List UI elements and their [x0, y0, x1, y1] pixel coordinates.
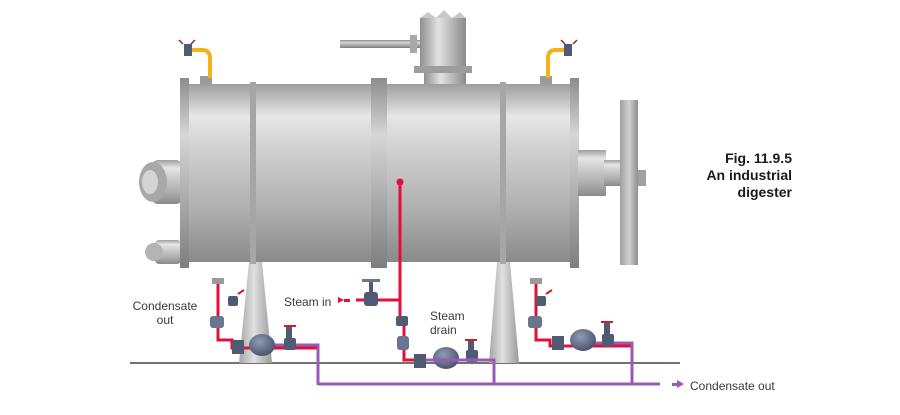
caption-line-2: An industrial [660, 167, 792, 184]
condensate-header [318, 380, 684, 388]
label-condensate-out-left-line1: Condensate [120, 299, 210, 313]
figure-caption: Fig. 11.9.5 An industrial digester [660, 150, 792, 201]
vapour-stack [340, 10, 472, 88]
label-steam-drain-line1: Steam [430, 309, 465, 323]
air-vent-right [548, 40, 577, 78]
air-vent-left [179, 40, 210, 78]
label-steam-in: Steam in [284, 295, 331, 309]
left-end-cap [139, 160, 182, 264]
caption-line-3: digester [660, 184, 792, 201]
label-steam-drain: Steam drain [430, 309, 465, 337]
label-steam-drain-line2: drain [430, 323, 465, 337]
label-condensate-out-left: Condensate out [120, 299, 210, 327]
right-shaft-flange [578, 100, 646, 265]
digester-vessel [180, 76, 579, 268]
condensate-branch-right [528, 278, 632, 385]
steam-inlet-valve [362, 279, 380, 306]
label-condensate-out-main: Condensate out [690, 379, 775, 393]
caption-line-1: Fig. 11.9.5 [660, 150, 792, 167]
support-leg-right [489, 262, 519, 363]
label-condensate-out-left-line2: out [120, 313, 210, 327]
